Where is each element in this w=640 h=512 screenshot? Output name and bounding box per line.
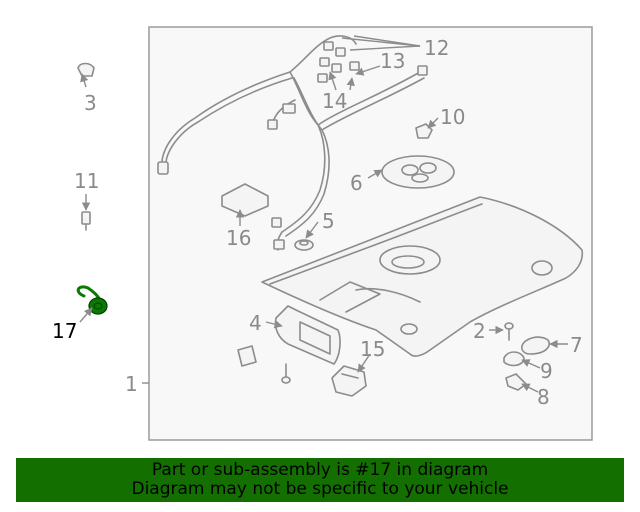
highlighted-part-17 bbox=[76, 285, 108, 315]
fastener-part-11 bbox=[81, 211, 91, 231]
callout-15: 15 bbox=[360, 337, 385, 361]
lens-part-7 bbox=[521, 336, 550, 355]
callout-11: 11 bbox=[74, 169, 99, 193]
callout-2: 2 bbox=[473, 319, 486, 343]
callout-14: 14 bbox=[322, 89, 347, 113]
callout-7: 7 bbox=[570, 333, 583, 357]
banner-line-1: Part or sub-assembly is #17 in diagram bbox=[151, 460, 489, 480]
visor-label-pad bbox=[237, 345, 257, 367]
visor-screw bbox=[281, 363, 291, 384]
module-part-16 bbox=[221, 183, 269, 217]
callout-3: 3 bbox=[84, 91, 97, 115]
callout-17: 17 bbox=[52, 319, 77, 343]
handle-part-15 bbox=[331, 365, 367, 397]
notice-banner: Part or sub-assembly is #17 in diagram D… bbox=[16, 458, 624, 502]
callout-6: 6 bbox=[350, 171, 363, 195]
callout-8: 8 bbox=[537, 385, 550, 409]
callout-12: 12 bbox=[424, 36, 449, 60]
lamp-housing-part-6 bbox=[381, 155, 455, 189]
callout-9: 9 bbox=[540, 359, 553, 383]
callout-4: 4 bbox=[249, 311, 262, 335]
bulb-part-9 bbox=[503, 351, 525, 367]
banner-line-2: Diagram may not be specific to your vehi… bbox=[131, 479, 509, 499]
callout-1: 1 bbox=[125, 372, 138, 396]
wiring-harness bbox=[157, 35, 428, 251]
grommet-part-5 bbox=[294, 239, 314, 251]
screw-part-2 bbox=[504, 322, 514, 341]
callout-10: 10 bbox=[440, 105, 465, 129]
leader-lines bbox=[79, 35, 568, 393]
clip-part-3 bbox=[77, 62, 95, 77]
parts-diagram: 1 2 3 4 5 6 7 8 9 10 11 12 13 14 15 16 1… bbox=[52, 26, 593, 441]
callout-16: 16 bbox=[226, 226, 251, 250]
sun-visor-part-4 bbox=[274, 305, 341, 365]
callout-5: 5 bbox=[322, 209, 335, 233]
headliner bbox=[261, 196, 584, 357]
callout-13: 13 bbox=[380, 49, 405, 73]
